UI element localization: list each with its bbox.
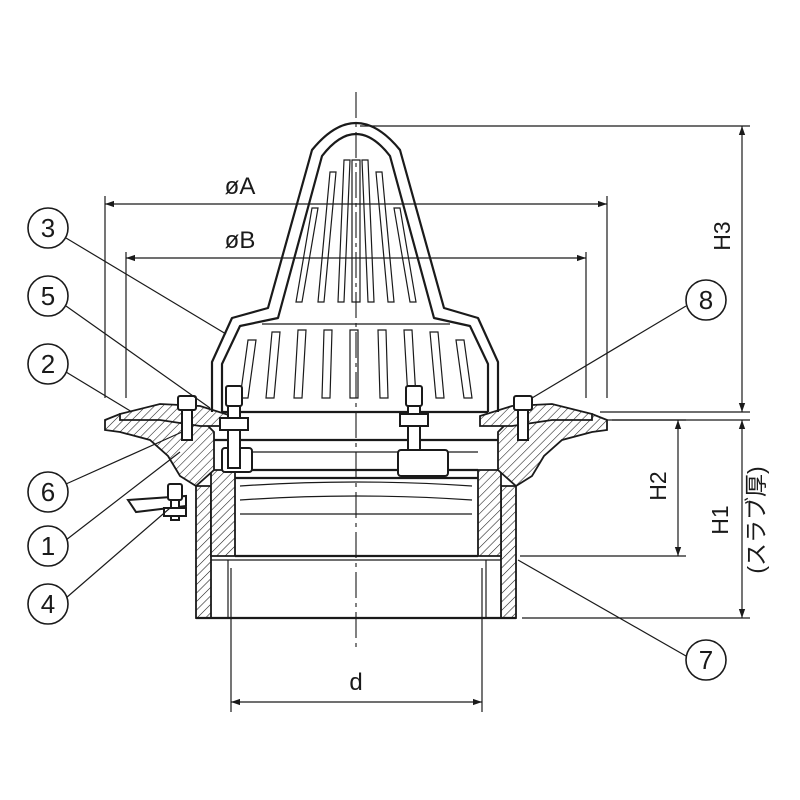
dimension-labels: øA øB H3 H2 H1 (スラブ厚) d: [225, 173, 769, 696]
bolt-right-clamp: [513, 395, 533, 441]
stud-bolt-left: [219, 385, 249, 469]
callout-label: 7: [699, 645, 713, 675]
callout-7: 7: [685, 639, 727, 681]
callout-5: 5: [27, 275, 69, 317]
clamp-ring: [119, 403, 593, 427]
stud-bolt-right: [399, 385, 429, 451]
dim-label-diameter-a: øA: [225, 173, 256, 200]
strainer-dome: [210, 121, 500, 414]
callout-label: 4: [41, 589, 55, 619]
dim-label-slab-thickness: (スラブ厚): [743, 466, 769, 573]
outlet-pipe: [195, 485, 517, 620]
callout-label: 8: [699, 285, 713, 315]
callout-label: 5: [41, 281, 55, 311]
callout-6: 6: [27, 471, 69, 513]
dim-label-diameter-b: øB: [225, 227, 256, 254]
callout-label: 2: [41, 349, 55, 379]
dim-label-d: d: [349, 669, 362, 696]
bolt-left-clamp: [177, 395, 197, 441]
leader-lines: [65, 237, 687, 657]
dim-label-h3: H3: [709, 221, 735, 250]
callout-label: 6: [41, 477, 55, 507]
callout-label: 3: [41, 213, 55, 243]
callout-3: 3: [27, 207, 69, 249]
callout-4: 4: [27, 583, 69, 625]
callout-8: 8: [685, 279, 727, 321]
callout-label: 1: [41, 531, 55, 561]
anchor-bolt: [126, 483, 187, 521]
callout-2: 2: [27, 343, 69, 385]
dimension-lines: [104, 125, 750, 712]
dim-label-h1: H1: [707, 505, 733, 534]
callout-1: 1: [27, 525, 69, 567]
dim-label-h2: H2: [645, 471, 671, 500]
